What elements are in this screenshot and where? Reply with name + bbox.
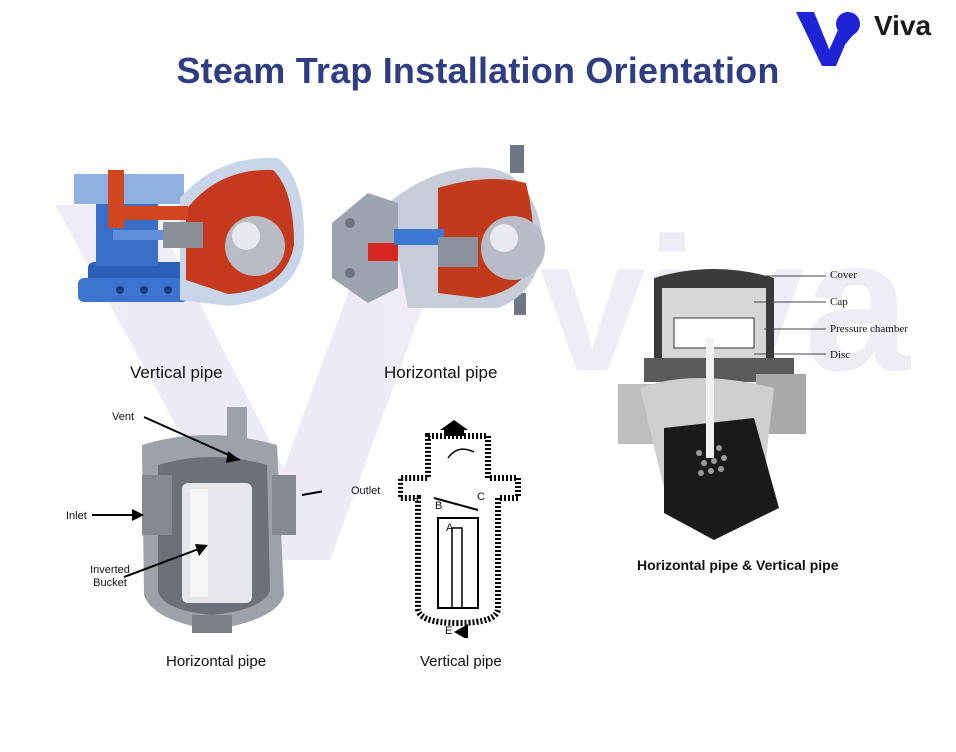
schematic-label-a: A <box>446 522 454 534</box>
schematic-label-c: C <box>477 491 485 503</box>
inverted-bucket-trap-illustration <box>92 407 322 633</box>
label-cap: Cap <box>830 296 848 308</box>
float-trap-vertical-illustration <box>74 157 305 306</box>
label-inlet: Inlet <box>66 510 87 522</box>
disc-trap-illustration <box>618 269 826 540</box>
schematic-label-e: E <box>445 625 453 637</box>
float-trap-horizontal-illustration <box>332 145 545 315</box>
caption-horizontal-pipe-1: Horizontal pipe <box>384 363 498 382</box>
label-disc: Disc <box>830 349 851 361</box>
caption-vertical-pipe-2: Vertical pipe <box>420 653 502 670</box>
label-cover: Cover <box>830 269 857 281</box>
caption-horizontal-pipe-2: Horizontal pipe <box>166 653 267 670</box>
caption-horizontal-vertical-pipe: Horizontal pipe & Vertical pipe <box>637 557 839 573</box>
viva-logo-icon <box>796 12 860 66</box>
brand-name: Viva <box>874 10 932 41</box>
slide-title: Steam Trap Installation Orientation <box>176 50 780 91</box>
inverted-bucket-schematic <box>398 420 521 638</box>
schematic-label-b: B <box>435 500 443 512</box>
label-inverted-bucket: Inverted Bucket <box>90 564 130 589</box>
caption-vertical-pipe-1: Vertical pipe <box>130 363 223 382</box>
label-pressure-chamber: Pressure chamber <box>830 323 908 335</box>
label-vent: Vent <box>112 411 135 423</box>
label-outlet: Outlet <box>351 485 381 497</box>
